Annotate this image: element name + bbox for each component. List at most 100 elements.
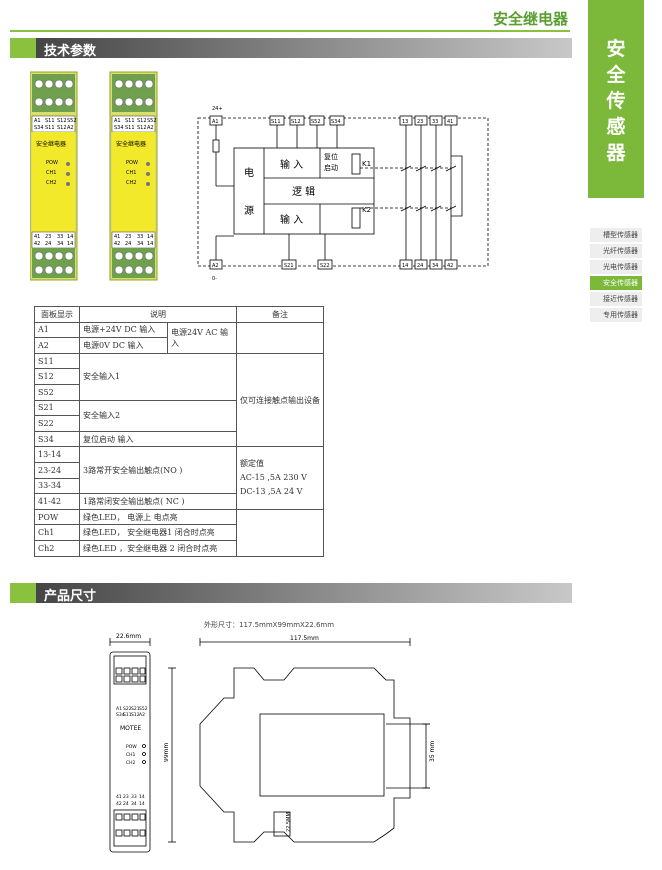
module-bottom-label: 14 bbox=[67, 234, 73, 240]
table-cell-code: S52 bbox=[34, 383, 80, 401]
dim-module-bottom: 34 bbox=[131, 801, 137, 807]
led-label: CH2 bbox=[126, 180, 136, 186]
led-label: POW bbox=[126, 160, 138, 166]
module-top-label: A1 bbox=[114, 118, 121, 124]
side-menu-item[interactable]: 专用传感器 bbox=[590, 308, 642, 322]
module-bottom-label: 33 bbox=[137, 234, 143, 240]
module-top-label: A2 bbox=[147, 125, 154, 131]
terminal-label: S11 bbox=[271, 119, 281, 125]
note-rated: 额定值 bbox=[240, 459, 264, 469]
title-divider bbox=[10, 30, 570, 32]
table-cell-note: 仅可连接触点输出设备 bbox=[236, 352, 324, 448]
dim-module-top: S12 bbox=[131, 712, 140, 718]
module-top-label: S52 bbox=[147, 118, 157, 124]
module-bottom-label: 14 bbox=[67, 241, 73, 247]
input2-label: 输 入 bbox=[280, 213, 303, 226]
side-menu-item[interactable]: 光电传感器 bbox=[590, 260, 642, 274]
brand-label: MOTEE bbox=[120, 725, 141, 732]
module-name: 安全继电器 bbox=[36, 140, 66, 148]
dim-module-bottom: 24 bbox=[123, 801, 129, 807]
module-bottom-label: 14 bbox=[147, 241, 153, 247]
table-header: 面板显示 bbox=[34, 306, 80, 323]
side-view-drawing: 117.5mm 99mm 35 mm 22.5MM bbox=[164, 635, 436, 843]
terminal-label: 42 bbox=[447, 263, 453, 269]
module-bottom-label: 24 bbox=[125, 241, 131, 247]
dim-width-label: 22.6mm bbox=[116, 633, 141, 640]
circuit-diagram: A1 S11 S12 S52 S34 13 23 33 41 A2 S21 S2… bbox=[197, 106, 489, 282]
side-tab-char: 传 bbox=[606, 90, 626, 112]
dim-module-top: S52 bbox=[139, 706, 148, 712]
table-cell-desc: 电源0V DC 输入 bbox=[79, 337, 168, 354]
terminal-label: 34 bbox=[432, 263, 438, 269]
input1-label: 输 入 bbox=[280, 158, 303, 171]
table-cell-code: S12 bbox=[34, 368, 80, 385]
led-label: CH2 bbox=[46, 180, 56, 186]
dim-module-bottom: 33 bbox=[131, 794, 137, 800]
table-cell-code: S22 bbox=[34, 415, 80, 432]
module-top-label: A2 bbox=[67, 125, 74, 131]
module-bottom-label: 42 bbox=[34, 241, 40, 247]
table-header: 说明 bbox=[79, 306, 237, 323]
table-cell-code: POW bbox=[34, 508, 80, 526]
table-cell-code: Ch2 bbox=[34, 539, 80, 557]
side-menu-item[interactable]: 接近传感器 bbox=[590, 292, 642, 306]
side-tab-char: 感 bbox=[606, 116, 626, 138]
reset-label: 复位 bbox=[324, 152, 338, 161]
front-view-drawing: 22.6mm A1 S22 S21 S52 S34 S11 S12 A2 MOT… bbox=[109, 633, 151, 853]
module-bottom-label: 33 bbox=[57, 234, 63, 240]
side-menu-item[interactable]: 槽型传感器 bbox=[590, 228, 642, 242]
terminal-label: 13 bbox=[402, 119, 408, 125]
table-cell-group: 电源24V AC 输入 bbox=[167, 321, 237, 354]
side-tab-char: 全 bbox=[606, 64, 626, 86]
table-cell-desc: 3路常开安全输出触点(NO ) bbox=[79, 446, 237, 495]
section-title: 产品尺寸 bbox=[44, 589, 97, 604]
dim-module-top: S11 bbox=[123, 712, 132, 718]
k1-label: K1 bbox=[362, 160, 371, 168]
table-header: 备注 bbox=[236, 306, 324, 323]
module-right bbox=[109, 71, 158, 281]
power-label: 电 bbox=[244, 166, 254, 179]
dim-module-bottom: 41 bbox=[116, 794, 122, 800]
terminal-label: 14 bbox=[402, 263, 408, 269]
table-cell-code: 33-34 bbox=[34, 477, 80, 495]
terminal-label: 23 bbox=[417, 119, 423, 125]
product-photo: A1 S11 S12 S52 S34 S11 S12 A2 安全继电器 安全继电… bbox=[30, 71, 158, 281]
side-category-tab[interactable]: 安 全 传 感 器 bbox=[588, 0, 644, 198]
dim-module-bottom: 23 bbox=[123, 794, 129, 800]
table-cell-code: 23-24 bbox=[34, 461, 80, 479]
module-top-label: S11 bbox=[125, 118, 135, 124]
dim-module-top: A2 bbox=[139, 712, 145, 718]
side-menu-item-active[interactable]: 安全传感器 bbox=[590, 276, 642, 290]
page-title: 安全继电器 bbox=[492, 10, 568, 28]
module-top-label: S34 bbox=[34, 125, 44, 131]
module-bottom-label: 23 bbox=[45, 234, 51, 240]
module-top-label: S12 bbox=[137, 118, 147, 124]
table-cell-desc: 绿色LED， 电源上 电点亮 bbox=[79, 508, 237, 526]
led-label: CH1 bbox=[46, 170, 56, 176]
module-bottom-label: 23 bbox=[125, 234, 131, 240]
terminal-label: S12 bbox=[291, 119, 301, 125]
module-top-label: S12 bbox=[137, 125, 147, 131]
table-cell-code: S21 bbox=[34, 399, 80, 417]
terminal-label: 24 bbox=[417, 263, 423, 269]
module-bottom-label: 14 bbox=[147, 234, 153, 240]
module-bottom-label: 34 bbox=[57, 241, 63, 247]
table-cell-code: S34 bbox=[34, 430, 80, 448]
terminal-label: S34 bbox=[331, 119, 341, 125]
dim-module-bottom: 42 bbox=[116, 801, 122, 807]
dim-module-top: S21 bbox=[131, 706, 140, 712]
led-label: CH1 bbox=[126, 752, 136, 758]
table-cell-code: A2 bbox=[34, 337, 80, 354]
table-cell-code: Ch1 bbox=[34, 524, 80, 541]
note-ac: AC-15 ,5A 230 V bbox=[240, 473, 307, 483]
side-menu: 槽型传感器 光纤传感器 光电传感器 安全传感器 接近传感器 专用传感器 bbox=[590, 228, 642, 324]
table-cell-desc: 绿色LED ，安全继电器 2 闭合时点亮 bbox=[79, 539, 237, 557]
side-menu-item[interactable]: 光纤传感器 bbox=[590, 244, 642, 258]
module-top-label: A1 bbox=[34, 118, 41, 124]
side-tab-char: 安 bbox=[606, 38, 626, 60]
terminal-label: S22 bbox=[320, 263, 330, 269]
terminal-label: 33 bbox=[432, 119, 438, 125]
table-cell-desc: 安全输入1 bbox=[79, 352, 237, 401]
section-title: 技术参数 bbox=[44, 44, 97, 59]
terminal-label: S52 bbox=[311, 119, 321, 125]
